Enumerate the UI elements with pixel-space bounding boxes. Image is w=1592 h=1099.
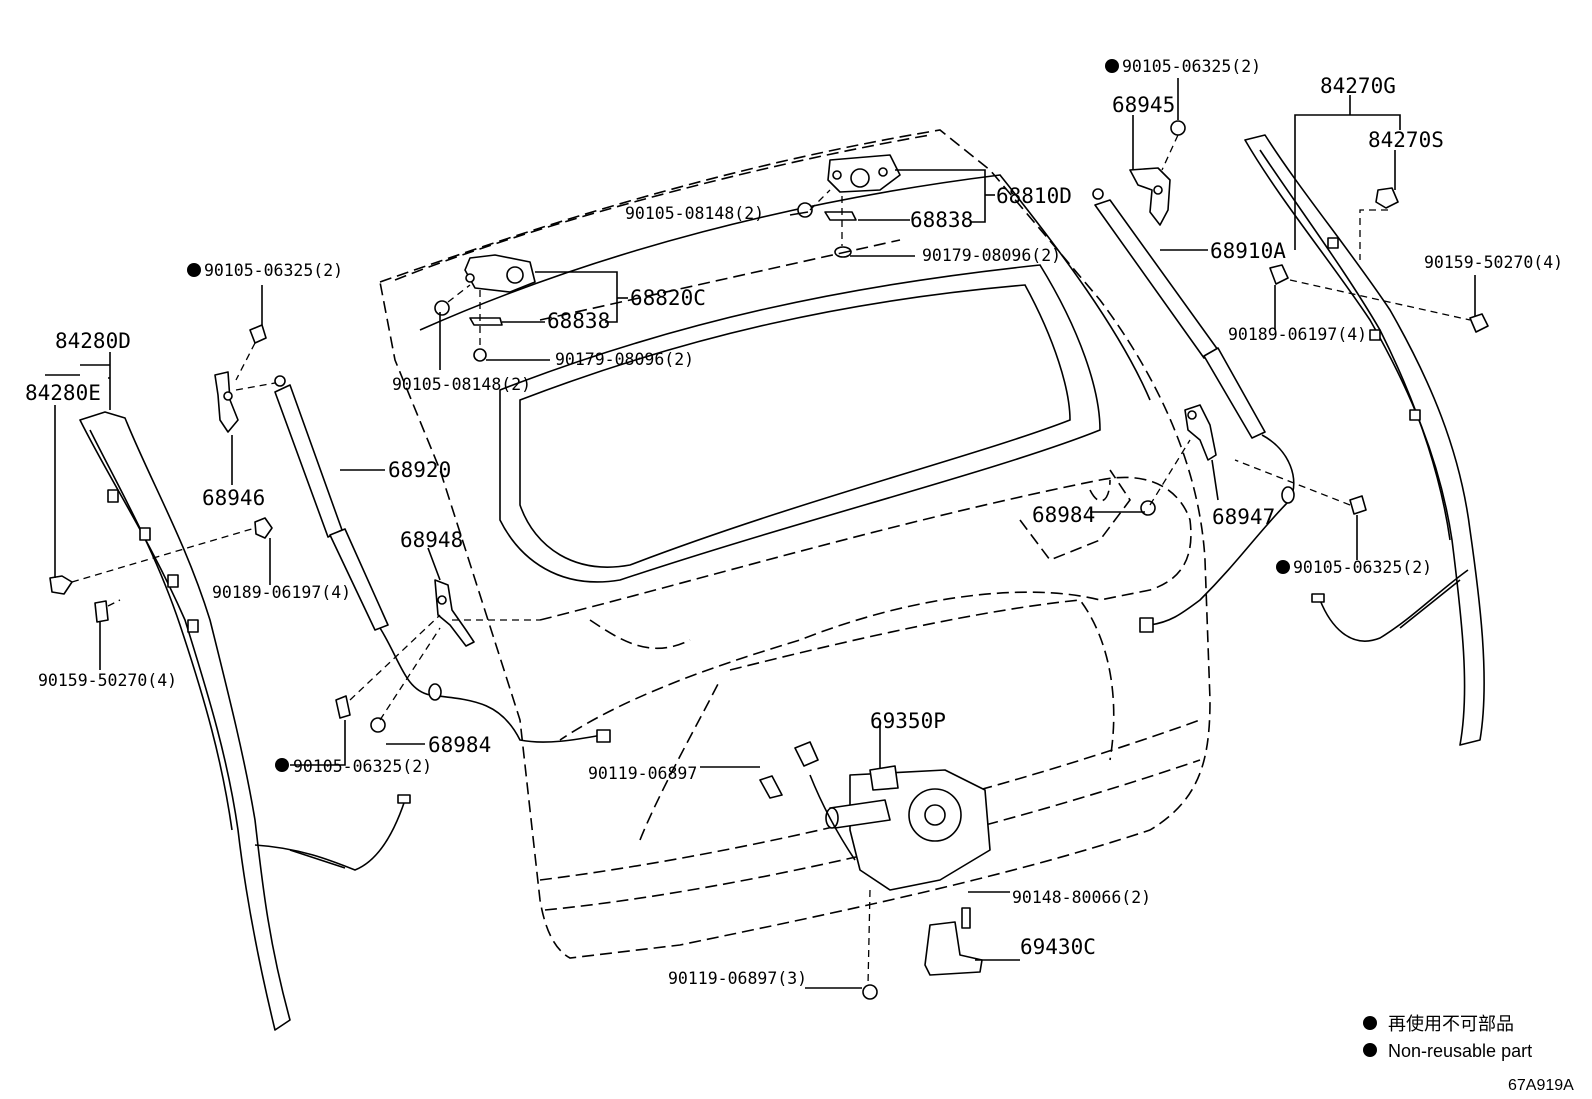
label-84270G: 84270G [1320,74,1396,98]
non-reusable-markers [187,59,1290,772]
left-dashed-leaders [71,342,540,721]
label-68820C: 68820C [630,286,706,310]
right-wire-harness [1311,569,1469,642]
marker-dot [187,263,201,277]
label-90179-08096-top: 90179-08096(2) [922,246,1061,265]
marker-dot [1105,59,1119,73]
label-90105-06325-b: 90105-06325(2) [293,757,432,776]
hinge-leaders [447,189,901,350]
legend-en: Non-reusable part [1388,1041,1532,1061]
label-68945: 68945 [1112,93,1175,117]
bracket-68945-part [1129,120,1186,226]
label-leader-lines [45,78,1476,989]
back-door-outline [379,129,1211,959]
closer-69350P-part [794,741,991,891]
right-fasteners [1269,187,1489,515]
bracket-68947-part [1140,404,1217,516]
label-90105-06325-d: 90105-06325(2) [1293,558,1432,577]
label-90159-50270-left: 90159-50270(4) [38,671,177,690]
garnish-84270-part [1244,134,1485,746]
label-68947: 68947 [1212,505,1275,529]
gas-strut-68910A-part [1092,188,1295,633]
bracket-68948-part [434,579,475,647]
label-68984-left: 68984 [428,733,491,757]
legend-marker-dot [1363,1043,1377,1057]
latch-leaders [867,889,871,986]
label-84280D: 84280D [55,329,131,353]
legend-jp: 再使用不可部品 [1388,1014,1514,1034]
label-90189-06197-right: 90189-06197(4) [1228,325,1367,344]
diagram-reference-code: 67A919A [1508,1077,1574,1094]
label-68946: 68946 [202,486,265,510]
label-68948: 68948 [400,528,463,552]
hinge-68820C-part [464,254,536,326]
legend: 再使用不可部品 Non-reusable part [1363,1014,1532,1061]
gas-strut-68920-part [274,375,611,743]
label-84280E: 84280E [25,381,101,405]
label-68838-mid: 68838 [547,309,610,333]
label-69350P: 69350P [870,709,946,733]
garnish-84280-part [79,411,291,1031]
label-68810D: 68810D [996,184,1072,208]
label-68910A: 68910A [1210,239,1286,263]
label-90179-08096-mid: 90179-08096(2) [555,350,694,369]
label-68984-right: 68984 [1032,503,1095,527]
label-90119-06897: 90119-06897 [588,764,697,783]
legend-marker-dot [1363,1016,1377,1030]
marker-dot [275,758,289,772]
label-90105-06325-c: 90105-06325(2) [1122,57,1261,76]
bracket-68946-part [214,324,267,433]
label-90148-80066: 90148-80066(2) [1012,888,1151,907]
marker-dot [1276,560,1290,574]
left-wire-harness [254,794,411,871]
hinge-68810D-part [797,154,901,258]
right-dashed-leaders [1149,134,1471,506]
label-84270S: 84270S [1368,128,1444,152]
label-90105-08148-top: 90105-08148(2) [625,204,764,223]
label-69430C: 69430C [1020,935,1096,959]
label-68920: 68920 [388,458,451,482]
striker-69430C-part [759,775,983,1000]
label-90189-06197-left: 90189-06197(4) [212,583,351,602]
label-90105-06325-a: 90105-06325(2) [204,261,343,280]
label-90105-08148-mid: 90105-08148(2) [392,375,531,394]
label-90119-06897-3: 90119-06897(3) [668,969,807,988]
label-90159-50270-right: 90159-50270(4) [1424,253,1563,272]
label-68838-top: 68838 [910,208,973,232]
left-fasteners [49,300,487,733]
part-labels: 68810D 68838 90105-08148(2) 90179-08096(… [25,57,1563,988]
